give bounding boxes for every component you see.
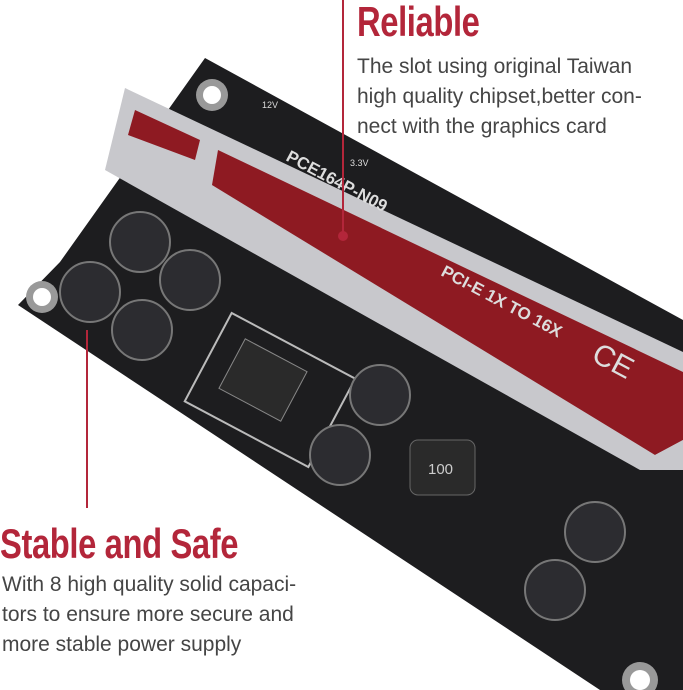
callout-dot — [338, 231, 348, 241]
inductor — [409, 439, 476, 496]
stable-heading: Stable and Safe — [0, 520, 239, 567]
stable-description: With 8 high quality solid capaci- tors t… — [2, 573, 297, 656]
svg-text:100: 100 — [428, 461, 453, 478]
pcb — [18, 58, 683, 690]
regulator-chip — [218, 338, 308, 422]
led-33v-label: 3.3V — [350, 158, 369, 168]
capacitors — [59, 211, 626, 621]
reliable-heading: Reliable — [357, 0, 480, 45]
led-12v-label: 12V — [262, 100, 278, 110]
slot-contacts — [212, 150, 683, 455]
reliable-description: The slot using original Taiwan high qual… — [357, 55, 642, 138]
